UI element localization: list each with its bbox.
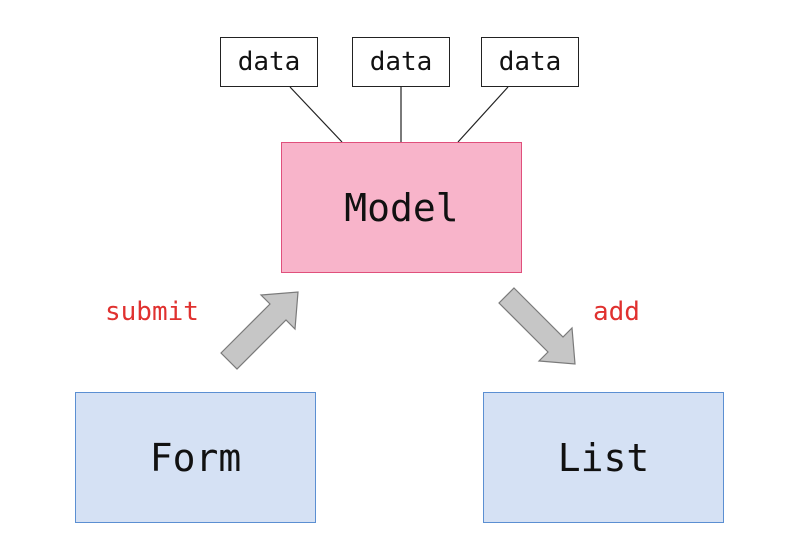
data-node-label: data <box>498 47 562 77</box>
data-node: data <box>481 37 579 87</box>
form-label: Form <box>149 435 242 480</box>
add-arrow <box>498 287 576 365</box>
data-node: data <box>220 37 318 87</box>
submit-edge-label: submit <box>105 297 199 327</box>
data-node: data <box>352 37 450 87</box>
model-label: Model <box>344 185 459 230</box>
add-edge-label: add <box>593 297 640 327</box>
form-node: Form <box>75 392 316 523</box>
data-node-label: data <box>237 47 301 77</box>
model-node: Model <box>281 142 522 273</box>
list-label: List <box>557 435 650 480</box>
submit-arrow <box>220 291 299 370</box>
data-link-line <box>457 86 509 143</box>
data-node-label: data <box>369 47 433 77</box>
data-link-line <box>289 86 343 143</box>
list-node: List <box>483 392 724 523</box>
